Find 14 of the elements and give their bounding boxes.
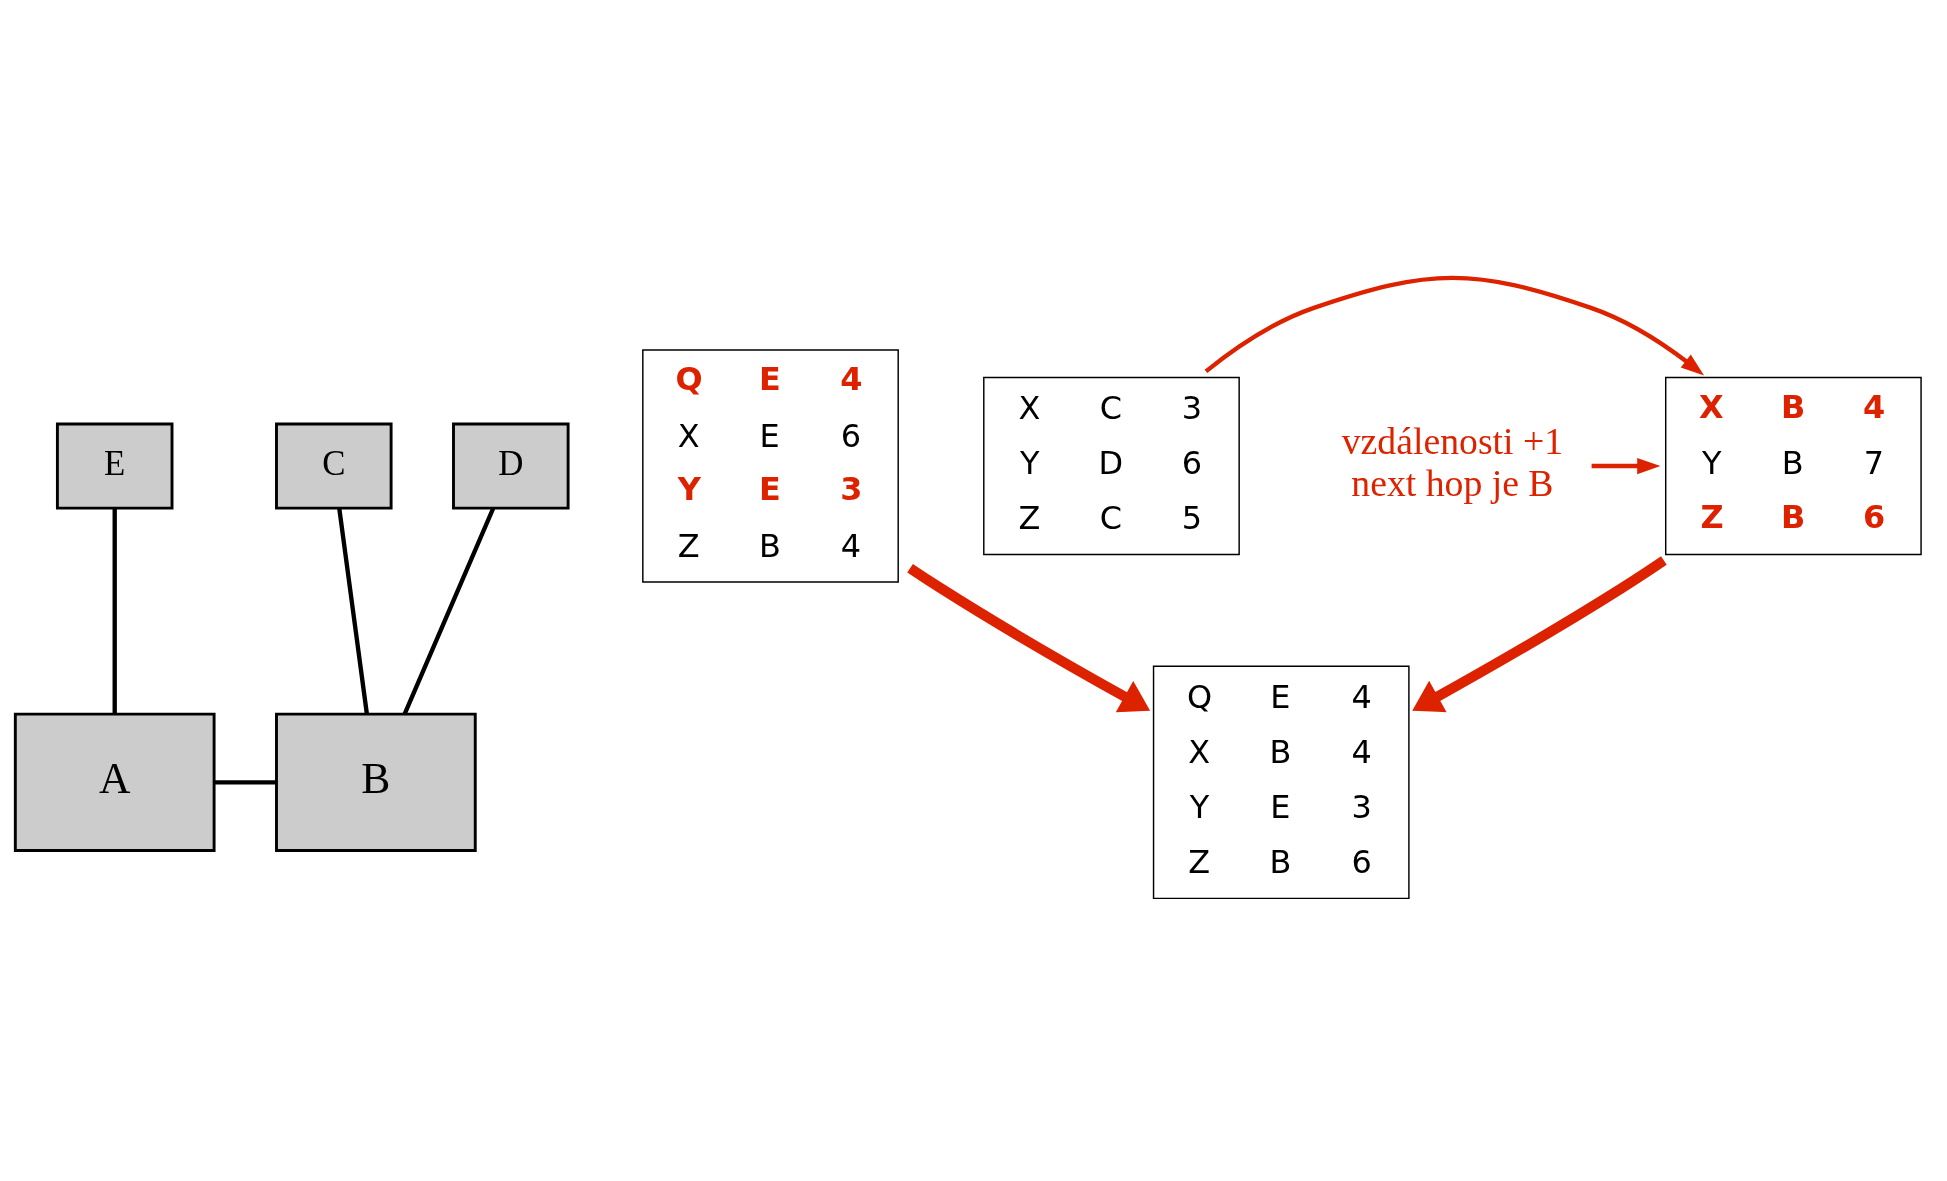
node-box: B [274,712,477,852]
node-box: A [13,712,216,852]
connector [402,507,495,715]
arrow [1411,555,1667,712]
connector [112,507,117,714]
arrow [1591,457,1660,474]
node-box: C [274,422,393,510]
arrow [906,563,1150,712]
connector [213,779,276,784]
arrow [1204,275,1704,375]
node-box: E [55,422,173,510]
connector [336,507,369,714]
node-text: vzdálenosti +1 next hop je B [1341,419,1563,504]
node-box: D [451,422,570,510]
